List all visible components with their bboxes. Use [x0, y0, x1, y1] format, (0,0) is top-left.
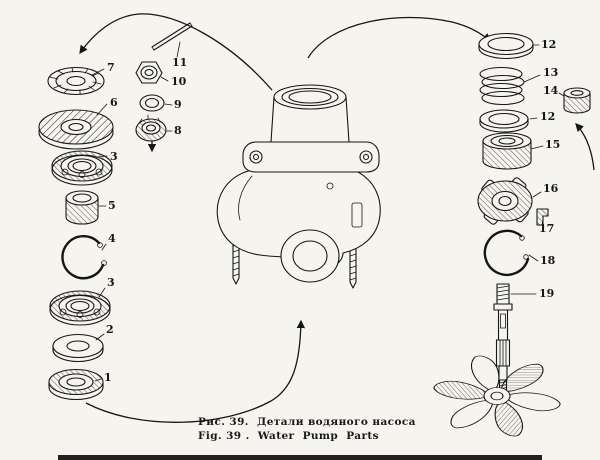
callout-16: 16 — [543, 182, 559, 195]
part-6-pulley-disc — [38, 109, 114, 150]
callout-3b: 3 — [107, 276, 115, 289]
part-3-bearing-upper — [51, 150, 113, 186]
callout-8: 8 — [174, 124, 182, 137]
callout-17: 17 — [539, 222, 554, 235]
callout-19: 19 — [539, 287, 554, 300]
arrow-to-right-stack — [307, 16, 491, 59]
stud-right — [349, 242, 357, 289]
leader-18 — [528, 254, 539, 262]
part-17-key — [536, 208, 549, 226]
callout-labels: 7 11 10 6 9 8 3 5 4 3 2 1 12 13 14 12 15… — [91, 38, 565, 384]
part-13-spring — [479, 66, 525, 106]
part-12-washer-lower — [479, 109, 529, 133]
impeller — [433, 355, 561, 437]
leader-14 — [558, 92, 565, 97]
leader-1 — [94, 378, 102, 382]
part-9-ring — [139, 94, 165, 112]
callout-5: 5 — [108, 199, 116, 212]
part-8-castle-nut — [135, 114, 167, 142]
callout-1: 1 — [104, 371, 112, 384]
figure-caption-ru: Рис. 39. Детали водяного насоса — [198, 416, 416, 428]
left-parts-column — [38, 22, 193, 401]
leader-2 — [95, 333, 105, 341]
part-2-washer — [52, 333, 104, 363]
part-10-nut — [135, 61, 163, 84]
assembly-arrows — [79, 13, 595, 423]
callout-13: 13 — [543, 66, 558, 79]
callout-12a: 12 — [541, 38, 556, 51]
part-16-coupling — [477, 177, 533, 225]
callout-4: 4 — [108, 232, 116, 245]
leader-10 — [160, 76, 169, 82]
leader-16 — [532, 191, 542, 198]
part-4-snap-ring — [61, 235, 107, 280]
part-12-washer-upper — [478, 32, 534, 60]
leader-3b — [98, 287, 106, 298]
leader-4 — [101, 243, 107, 251]
leader-13 — [523, 74, 541, 83]
part-1-seal — [48, 368, 104, 401]
callout-18: 18 — [540, 254, 556, 267]
part-7-fan-washer — [47, 66, 105, 96]
part-14-bushing — [563, 87, 591, 114]
part-11-pin — [151, 22, 193, 51]
part-18-snap-ring — [483, 229, 530, 277]
callout-3a: 3 — [110, 150, 118, 163]
leader-11 — [176, 41, 181, 58]
leader-9 — [164, 103, 173, 106]
part-3-bearing-lower — [49, 290, 111, 326]
leader-6 — [96, 103, 108, 116]
arrow-to-pump-bottom — [85, 319, 306, 423]
arrow-to-part-14 — [575, 123, 595, 171]
callout-10: 10 — [171, 75, 187, 88]
pump-housing — [216, 84, 381, 289]
callout-7: 7 — [107, 61, 115, 74]
right-parts-column — [433, 32, 591, 437]
callout-11: 11 — [172, 56, 187, 69]
callout-2: 2 — [106, 323, 114, 336]
arrow-to-left-stack — [79, 13, 273, 91]
leader-12b — [529, 117, 538, 120]
callout-12b: 12 — [540, 110, 555, 123]
part-15-seal-assembly — [482, 132, 532, 170]
callout-6: 6 — [110, 96, 118, 109]
scan-artifact-bar — [58, 455, 542, 460]
figure-caption-en: Fig. 39 . Water Pump Parts — [198, 430, 379, 442]
callout-9: 9 — [174, 98, 182, 111]
leader-17 — [541, 219, 544, 226]
part-5-spacer-sleeve — [65, 190, 99, 225]
leader-15 — [530, 145, 544, 150]
callout-15: 15 — [545, 138, 560, 151]
housing-flange — [242, 141, 380, 173]
leader-3a — [97, 155, 108, 158]
leader-7 — [91, 68, 105, 76]
callout-14: 14 — [543, 84, 559, 97]
